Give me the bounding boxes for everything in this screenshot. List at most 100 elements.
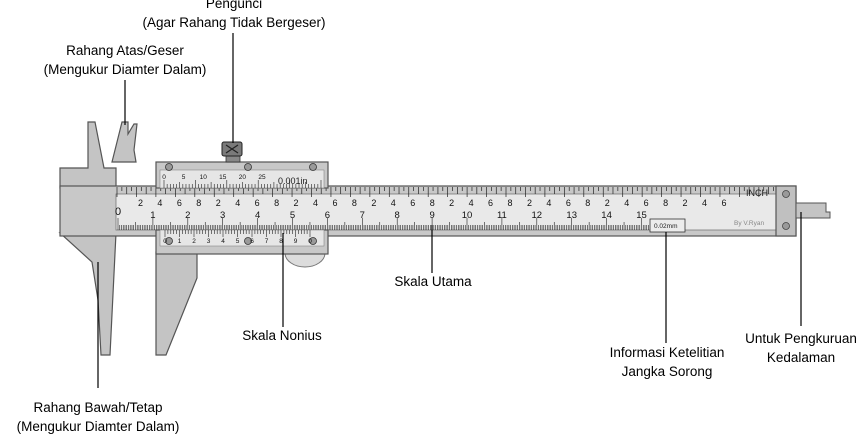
inch-number: 4 [702, 198, 707, 208]
inch-number: 6 [255, 198, 260, 208]
label-rahang-atas: Rahang Atas/Geser (Mengukur Diamter Dala… [16, 41, 234, 79]
inch-number: 8 [196, 198, 201, 208]
vernier-mm-face [159, 229, 325, 247]
inch-number: 6 [410, 198, 415, 208]
depth-rod [795, 202, 831, 219]
vernier-inch-number: 5 [182, 174, 186, 181]
cm-number: 8 [395, 210, 400, 221]
inch-number: 4 [391, 198, 396, 208]
label-informasi-line1: Informasi Ketelitian [609, 345, 725, 360]
cm-number: 12 [532, 210, 543, 221]
cm-number-zero: 0 [115, 206, 121, 218]
inch-number: 8 [585, 198, 590, 208]
inch-number: 6 [566, 198, 571, 208]
inch-number: 6 [332, 198, 337, 208]
cm-number: 14 [601, 210, 612, 221]
label-pengunci-line1: Pengunci [205, 0, 263, 11]
vernier-mm-number: 7 [265, 238, 269, 245]
vernier-inch-face [159, 169, 325, 189]
label-rahang-atas-line1: Rahang Atas/Geser [66, 43, 184, 58]
fixed-lower-jaw [58, 232, 117, 356]
label-rahang-bawah-line2: (Mengukur Diamter Dalam) [16, 419, 180, 434]
cm-number: 13 [566, 210, 577, 221]
inch-number: 2 [683, 198, 688, 208]
main-inch-ticks: 2 4 6 8 2 4 6 8 2 4 6 8 2 4 6 8 2 4 6 8 2 4 6 8 2 4 6 8 2 4 6 [116, 187, 774, 208]
label-informasi-line2: Jangka Sorong [621, 364, 713, 379]
vernier-inch-unit: 0.001in [278, 176, 308, 186]
precision-text: 0.02mm [654, 223, 677, 230]
precision-box [649, 218, 686, 233]
vernier-mm-number: 6 [250, 238, 254, 245]
inch-number: 2 [527, 198, 532, 208]
inch-number: 6 [177, 198, 182, 208]
label-pengkuruan-line1: Untuk Pengkuruan [745, 331, 857, 346]
label-pengkuruan: Untuk Pengkuruan Kedalaman [734, 329, 868, 367]
inch-number: 8 [663, 198, 668, 208]
label-rahang-atas-line2: (Mengukur Diamter Dalam) [43, 62, 207, 77]
cm-number: 5 [290, 210, 295, 221]
vernier-inch-number: 20 [239, 174, 247, 181]
label-pengunci: Pengunci (Agar Rahang Tidak Bergeser) [126, 0, 342, 32]
inch-number: 2 [605, 198, 610, 208]
vernier-inch-number: 15 [219, 174, 227, 181]
inch-number: 6 [721, 198, 726, 208]
label-rahang-bawah-line1: Rahang Bawah/Tetap [33, 400, 163, 415]
label-skala-utama-text: Skala Utama [394, 274, 472, 289]
vernier-inch-number: 25 [258, 174, 266, 181]
vernier-mm-number: 3 [207, 238, 211, 245]
inch-number: 2 [138, 198, 143, 208]
inch-number: 8 [274, 198, 279, 208]
vernier-inch-ticks: 0 5 10 15 20 25 [162, 174, 322, 188]
inch-number: 4 [546, 198, 551, 208]
label-pengunci-line2: (Agar Rahang Tidak Bergeser) [142, 15, 326, 30]
cm-number: 2 [185, 210, 190, 221]
cm-number: 1 [150, 210, 155, 221]
slider-upper-jaw [111, 121, 138, 163]
vernier-inch-number: 0 [162, 174, 166, 181]
label-skala-utama: Skala Utama [380, 272, 486, 291]
label-skala-nonius: Skala Nonius [224, 326, 340, 345]
cm-number: 7 [360, 210, 365, 221]
vernier-mm-number: 1 [178, 238, 182, 245]
inch-number: 2 [449, 198, 454, 208]
vernier-mm-number: 5 [236, 238, 240, 245]
inch-number: 2 [216, 198, 221, 208]
vernier-mm-number: 0 [308, 238, 312, 245]
label-rahang-bawah: Rahang Bawah/Tetap (Mengukur Diamter Dal… [0, 398, 196, 436]
cm-number: 11 [497, 210, 507, 221]
inch-number: 2 [371, 198, 376, 208]
inch-number: 4 [624, 198, 629, 208]
vernier-inch-number: 10 [200, 174, 208, 181]
vernier-mm-number: 8 [279, 238, 283, 245]
label-pengkuruan-line2: Kedalaman [766, 350, 836, 365]
inch-number: 4 [157, 198, 162, 208]
inch-number: 2 [294, 198, 299, 208]
fixed-upper-jaw [59, 121, 117, 189]
inch-number: 4 [313, 198, 318, 208]
vernier-mm-number: 9 [294, 238, 298, 245]
cm-number: 3 [220, 210, 225, 221]
vernier-mm-number: 2 [192, 238, 196, 245]
vernier-mm-number: 4 [221, 238, 225, 245]
inch-label: INCH [746, 188, 768, 198]
inch-number: 8 [430, 198, 435, 208]
inch-number: 4 [235, 198, 240, 208]
cm-number: 4 [255, 210, 260, 221]
inch-number: 6 [488, 198, 493, 208]
inch-number: 8 [352, 198, 357, 208]
label-informasi: Informasi Ketelitian Jangka Sorong [592, 343, 742, 381]
inch-number: 6 [644, 198, 649, 208]
cm-number: 9 [429, 210, 434, 221]
author-text: By V.Ryan [734, 220, 764, 227]
cm-number: 15 [636, 210, 647, 221]
cm-number: 6 [325, 210, 330, 221]
slider-lower-jaw [155, 251, 198, 356]
cm-number: 10 [462, 210, 473, 221]
label-skala-nonius-text: Skala Nonius [242, 328, 322, 343]
inch-number: 4 [469, 198, 474, 208]
lock-screw [221, 141, 243, 163]
inch-number: 8 [507, 198, 512, 208]
